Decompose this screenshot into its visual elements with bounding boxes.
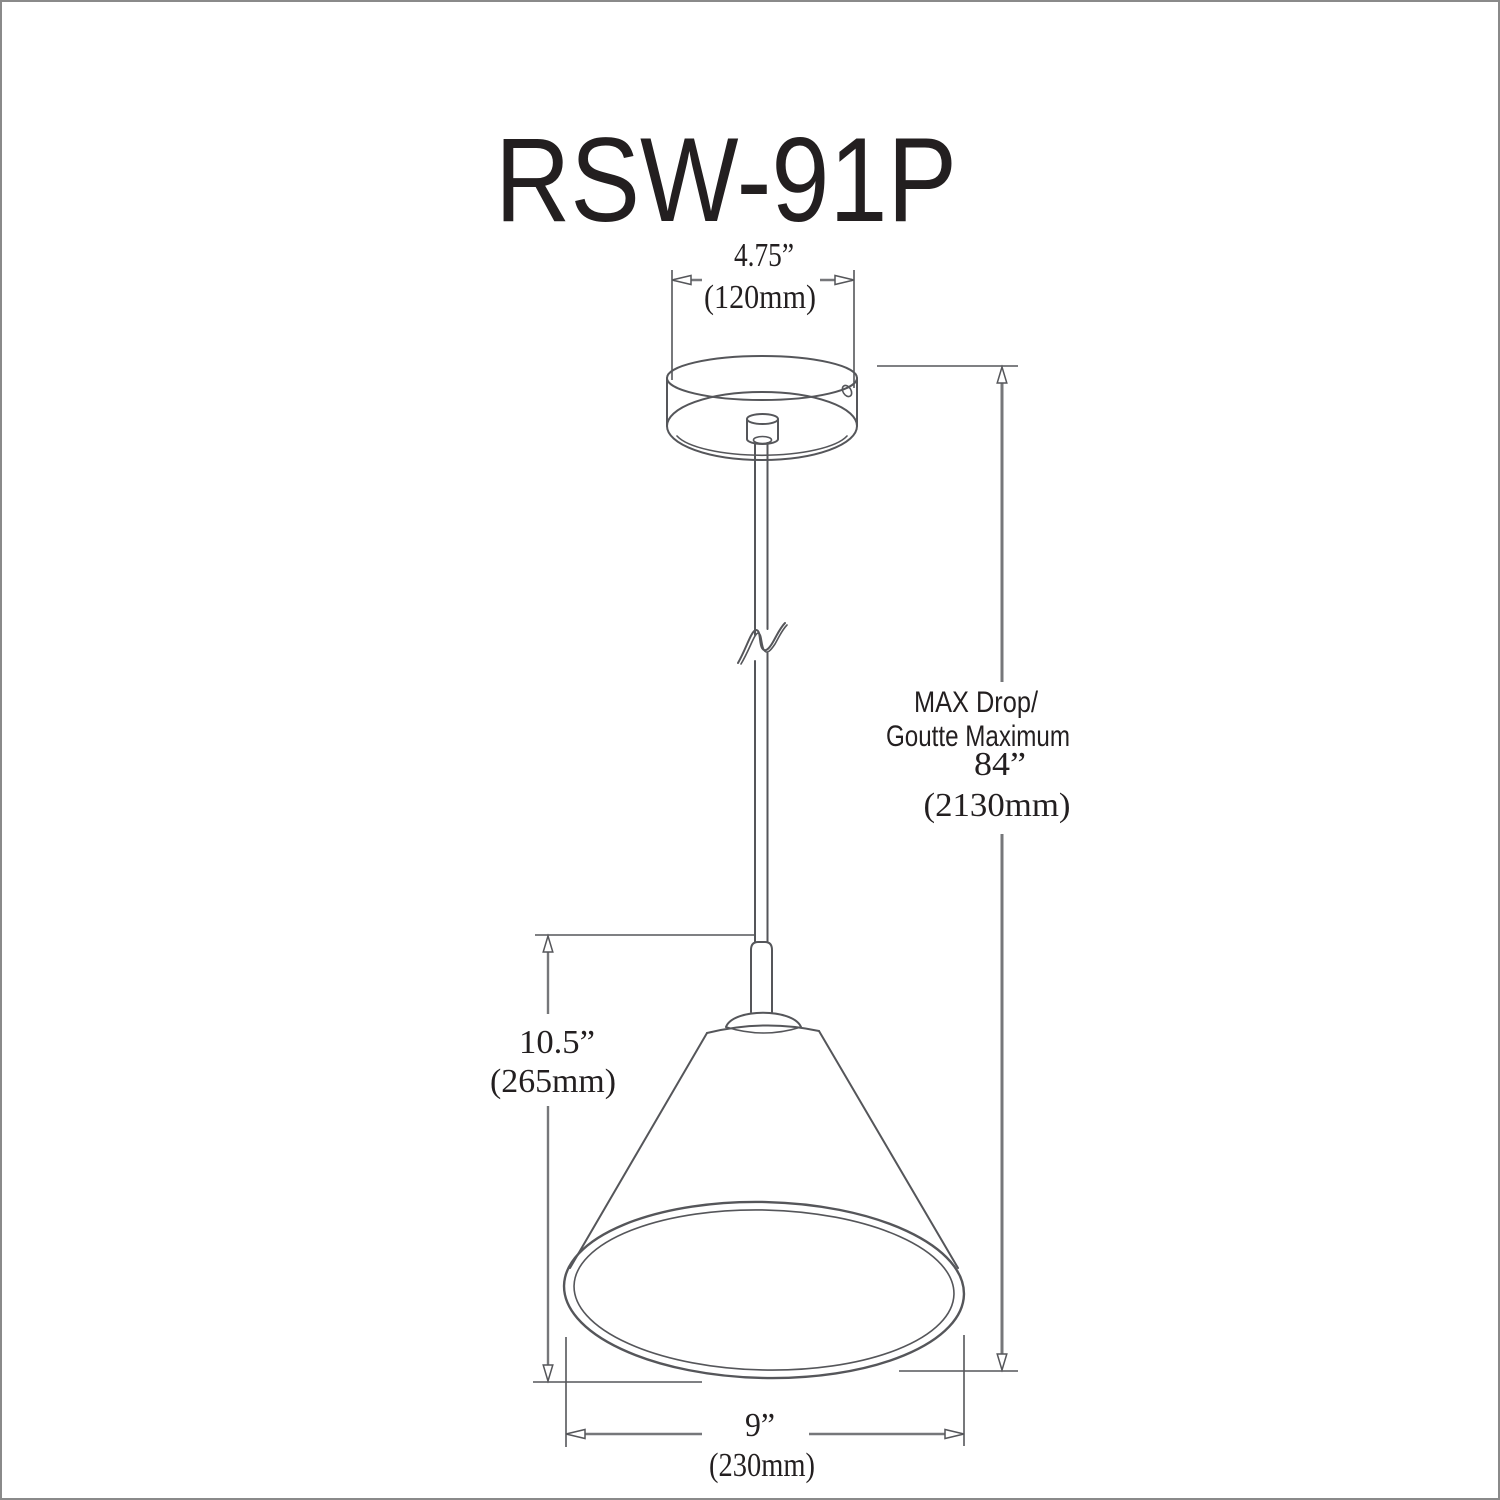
shade-collar-top [725,1011,802,1028]
shade-height-metric-label: (265mm) [490,1063,616,1100]
dim-max-drop: MAX Drop/ Goutte Maximum 84” (2130mm) [877,364,1071,1373]
arrow-up-icon [542,933,554,953]
max-drop-label-en: MAX Drop/ [914,686,1039,719]
max-drop-metric-label: (2130mm) [924,787,1071,824]
cone-right-slope [818,1030,959,1269]
dim-shade-height: 10.5” (265mm) [490,933,754,1384]
shade-rim-outer [562,1200,966,1380]
max-drop-inches-label: 84” [974,746,1026,783]
arrow-up-icon [996,364,1008,384]
shade-diameter-metric-label: (230mm) [709,1447,815,1484]
arrow-right-icon [834,274,855,286]
canopy-width-inches-label: 4.75” [734,237,794,274]
arrow-down-icon [542,1364,554,1384]
cone-left-slope [569,1032,708,1269]
canopy-width-metric-label: (120mm) [704,279,816,316]
hub-opening [752,435,773,445]
max-drop-label-fr: Goutte Maximum [886,720,1070,753]
dim-canopy-width: 4.75” (120mm) [671,237,855,388]
arrow-left-icon [671,274,692,286]
shade-collar-bottom [725,1026,802,1034]
arrow-left-icon [565,1428,586,1440]
stem-break-symbol [737,622,786,664]
arrow-right-icon [944,1428,965,1440]
cone-top-edge [706,1024,820,1034]
canopy-screw-hole [841,384,853,398]
stem-break-symbol-double [740,624,788,665]
hub-top [746,413,779,425]
canopy-drawing [666,355,858,461]
canopy-bottom-inner-edge [676,435,848,457]
stem-drawing [737,442,788,943]
shade-drawing [562,941,966,1380]
arrow-down-icon [996,1353,1008,1373]
canopy-bottom-face [666,391,858,461]
socket-body [750,941,773,1013]
canopy-top-rim [666,355,858,401]
shade-diameter-inches-label: 9” [745,1407,775,1444]
shade-rim-inner [573,1209,955,1371]
shade-height-inches-label: 10.5” [519,1024,595,1061]
page-title: RSW-91P [495,113,957,247]
dim-shade-diameter: 9” (230mm) [565,1335,965,1484]
